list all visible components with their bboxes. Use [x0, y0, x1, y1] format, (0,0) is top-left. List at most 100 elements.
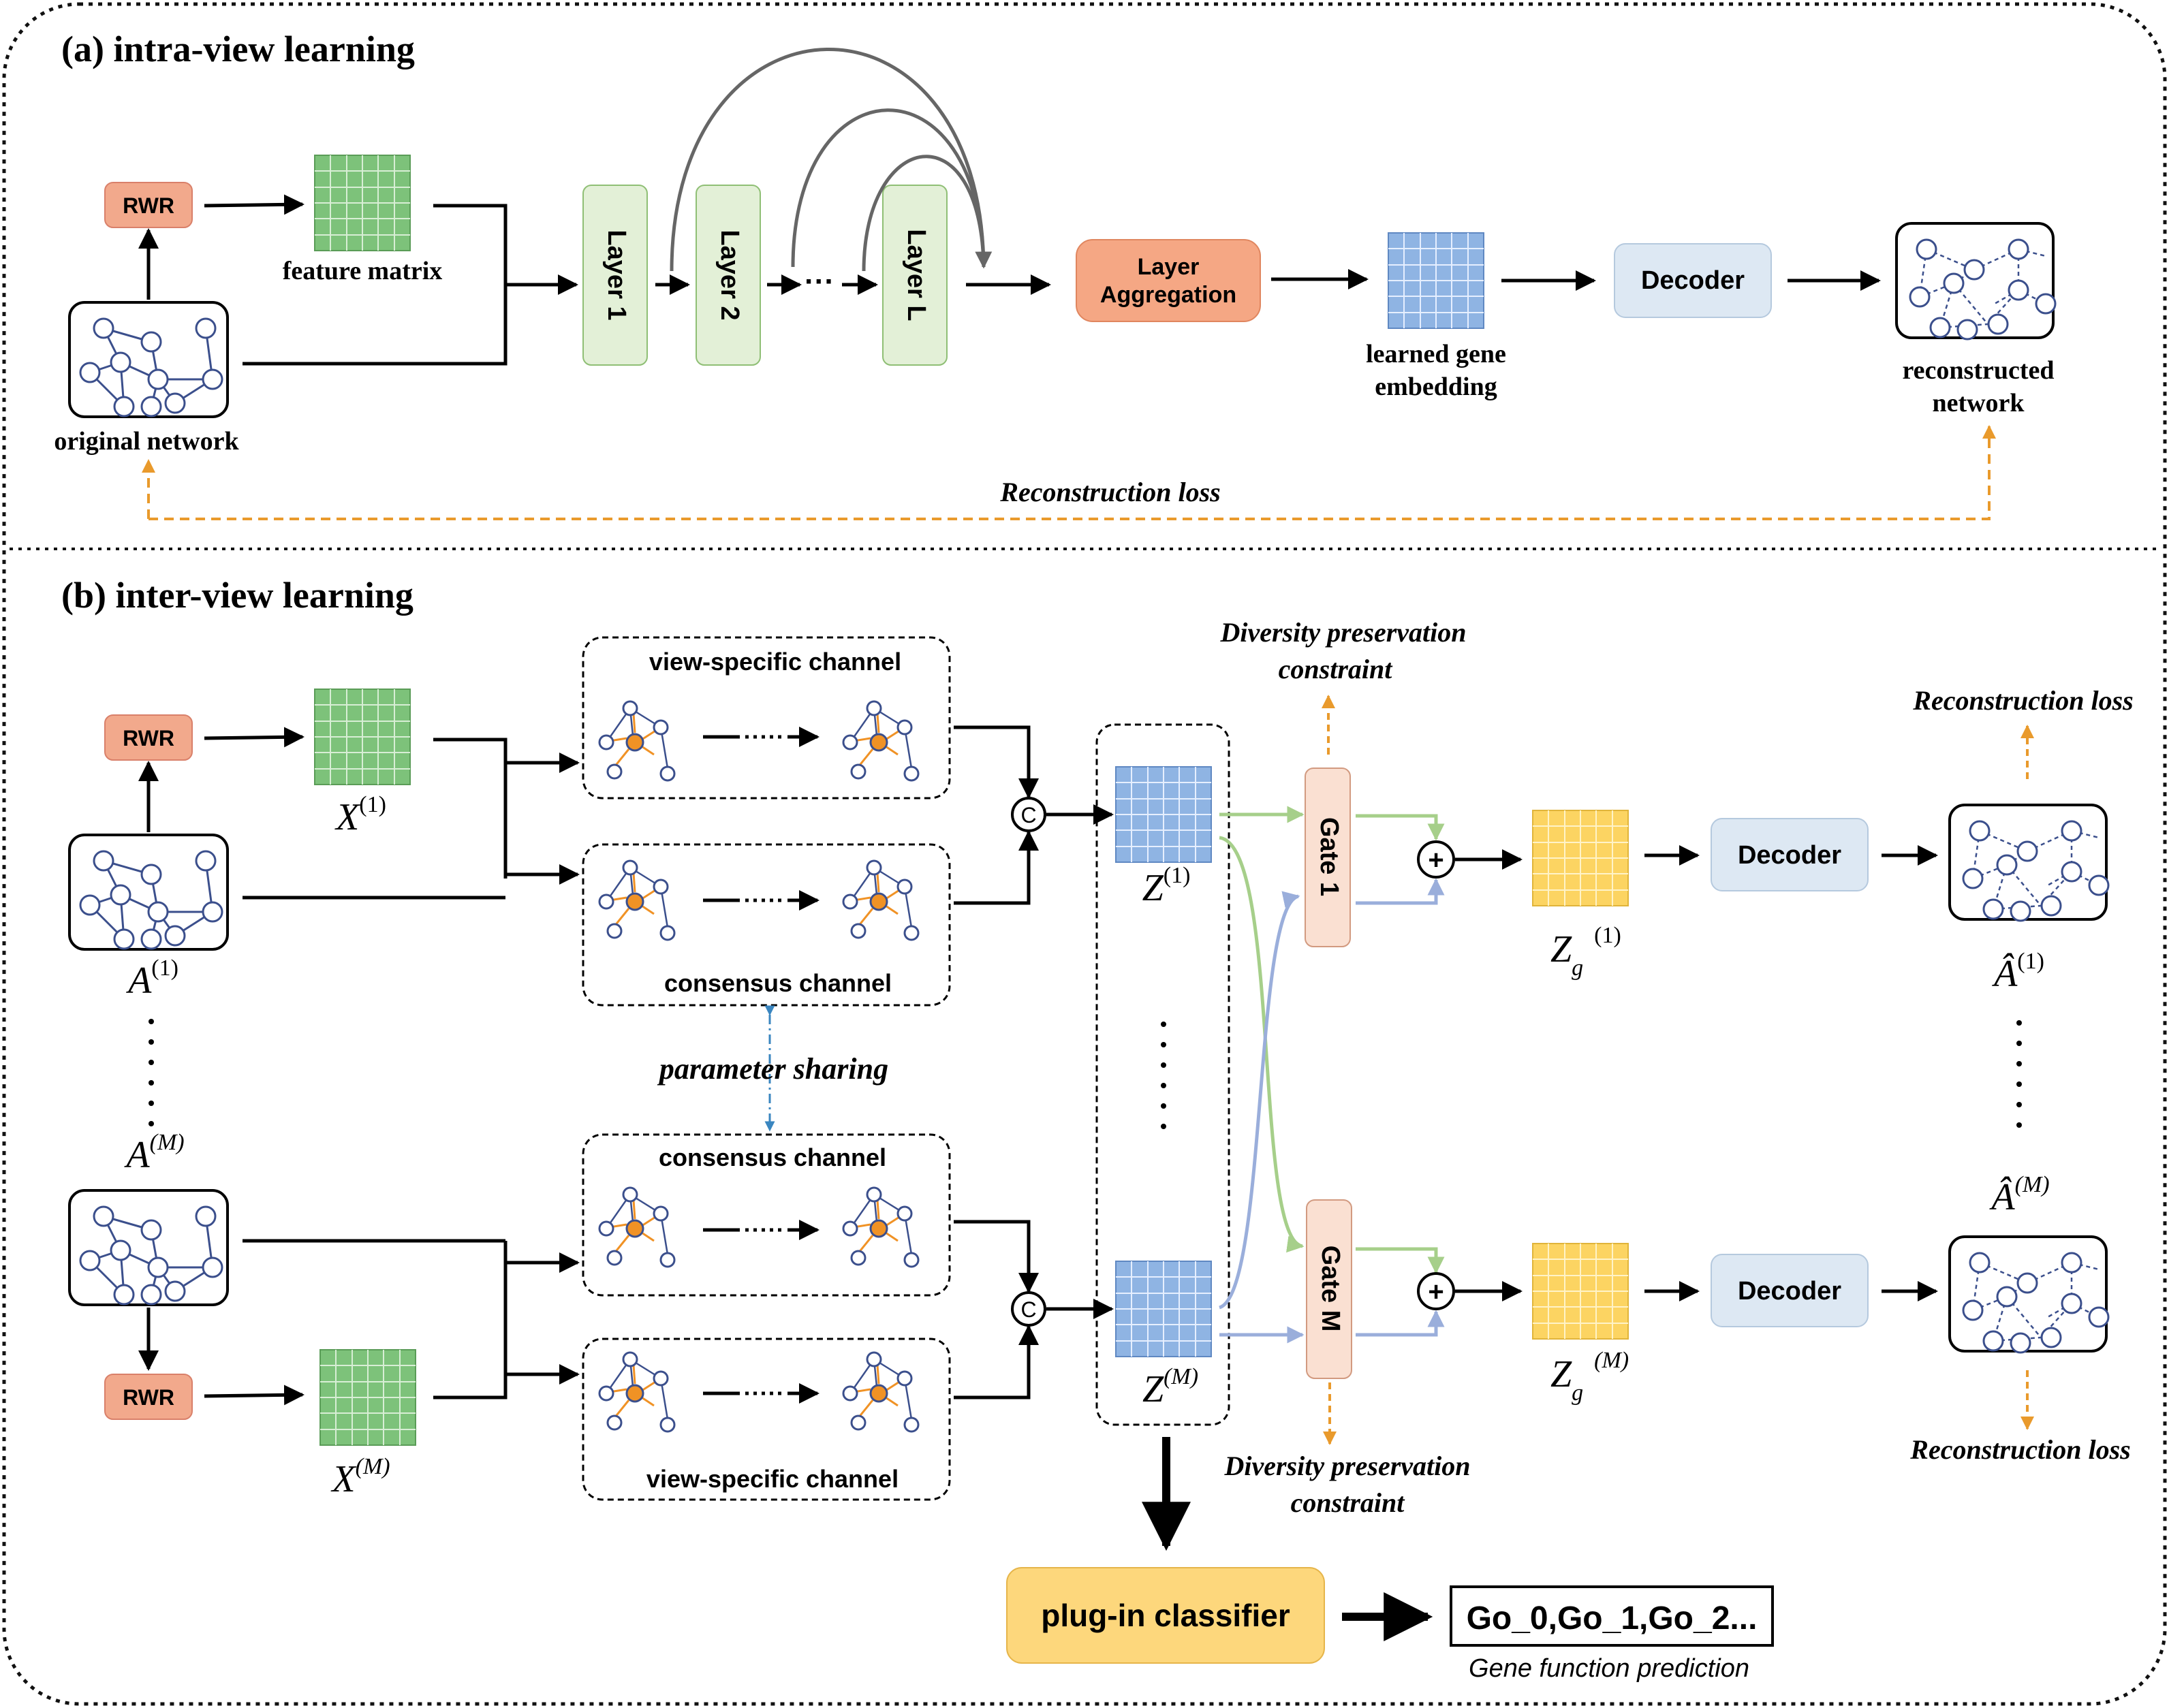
- connector-cons-bottom-to-concat: [954, 1220, 1039, 1293]
- concat-bottom: [1011, 1291, 1046, 1327]
- consensus-top-graph-left: [598, 859, 676, 941]
- rwr-label-b-bottom: RWR: [123, 1385, 174, 1410]
- gate1-green-out: [1356, 814, 1445, 841]
- original-network-label: original network: [54, 427, 239, 456]
- ahat1-label: Â(1): [1991, 949, 2044, 995]
- reconstruction-loss-path-a: [149, 425, 1996, 520]
- embedding-label-line1: learned gene: [1366, 340, 1506, 368]
- embedding-matrix-a: [1388, 232, 1484, 329]
- view-ellipsis-left: [149, 1019, 154, 1126]
- layerL-label: Layer L: [902, 229, 931, 321]
- zm-matrix: [1115, 1261, 1212, 1357]
- consensus-top-graph-right: [842, 859, 920, 941]
- decoder-box-bottom: [1711, 1254, 1869, 1327]
- blue-arrow-zm-to-gate1: [1218, 891, 1300, 1310]
- green-arrow-z1-to-gateM: [1219, 836, 1305, 1253]
- reconstructed-label-line1: reconstructed: [1902, 356, 2054, 385]
- concat-bottom-symbol: C: [1020, 1297, 1036, 1322]
- panel-a-title: (a) intra-view learning: [61, 29, 415, 69]
- gene-function-prediction-caption: Gene function prediction: [1469, 1654, 1749, 1683]
- output-box: [1450, 1585, 1774, 1647]
- connector-vs-top-to-concat: [954, 725, 1039, 799]
- rwr-box-b-bottom: [104, 1374, 193, 1420]
- reconstructed-viewM-box: [1948, 1235, 2108, 1353]
- consensus-channel-top: [582, 843, 951, 1007]
- diversity-bottom-line1: Diversity preservation: [1223, 1451, 1470, 1481]
- reconstructed-view1-box: [1948, 804, 2108, 921]
- zgm-label: Zg(M): [1550, 1348, 1629, 1406]
- embedding-ellipsis: [1161, 1022, 1166, 1129]
- layer2-box: [696, 185, 761, 366]
- reconstruction-loss-label-a: Reconstruction loss: [999, 477, 1220, 507]
- reconstructed-network-box: [1895, 222, 2055, 339]
- x1-label: X(1): [334, 792, 386, 838]
- gateM-blue-out: [1356, 1310, 1445, 1337]
- zgm-matrix: [1532, 1243, 1629, 1340]
- layer-aggregation-line1: Layer: [1138, 254, 1200, 280]
- skip-arc-layer2: [791, 108, 986, 268]
- am-label: A(M): [123, 1130, 184, 1176]
- connector-network: [243, 286, 508, 366]
- feature-matrix-label: feature matrix: [283, 257, 443, 285]
- view-specific-top-graph-right: [842, 700, 920, 782]
- diversity-top-line1: Diversity preservation: [1219, 617, 1466, 648]
- connector-xm: [433, 1241, 508, 1399]
- layer1-box: [582, 185, 648, 366]
- rwr-box-a: [104, 182, 193, 228]
- rwr-box-b-top: [104, 714, 193, 761]
- decoder-label-a: Decoder: [1641, 266, 1745, 295]
- layer1-label: Layer 1: [602, 230, 631, 320]
- concat-top-symbol: C: [1020, 803, 1036, 827]
- parameter-sharing-label: parameter sharing: [657, 1052, 888, 1086]
- arrow-rwr-to-xm: [204, 1385, 305, 1406]
- gate1-label: Gate 1: [1315, 817, 1343, 896]
- zm-label: Z(M): [1142, 1364, 1198, 1410]
- gateM-label: Gate M: [1316, 1246, 1345, 1332]
- output-label: Go_0,Go_1,Go_2...: [1467, 1600, 1758, 1636]
- view-specific-channel-bottom: [582, 1338, 951, 1501]
- rwr-label-a: RWR: [123, 193, 174, 218]
- view-specific-top-graph-left: [598, 700, 676, 782]
- sum-bottom: [1417, 1272, 1455, 1310]
- ahatm-label: Â(M): [1988, 1172, 2049, 1218]
- consensus-bottom-graph-left: [598, 1186, 676, 1268]
- view-specific-bottom-graph-right: [842, 1351, 920, 1433]
- xm-label: X(M): [330, 1454, 390, 1500]
- decoder-label-bottom: Decoder: [1738, 1277, 1841, 1306]
- connector-vs-bottom-to-concat: [954, 1325, 1039, 1399]
- reconstruction-loss-bottom-label: Reconstruction loss: [1909, 1434, 2130, 1465]
- connector-x1: [433, 738, 508, 879]
- rwr-label-b-top: RWR: [123, 726, 174, 750]
- sum-top: [1417, 840, 1455, 879]
- concat-top: [1011, 797, 1046, 832]
- gateM-green-out: [1356, 1247, 1445, 1274]
- panel-b-title: (b) inter-view learning: [61, 575, 413, 616]
- gateM-box: [1306, 1199, 1352, 1379]
- view-specific-channel-bottom-label: view-specific channel: [646, 1465, 899, 1493]
- layer-aggregation-box: [1076, 239, 1261, 322]
- layer-aggregation-line2: Aggregation: [1100, 282, 1236, 308]
- consensus-channel-bottom-label: consensus channel: [659, 1143, 886, 1171]
- skip-arc-layer1: [670, 48, 993, 272]
- zg1-matrix: [1532, 810, 1629, 906]
- decoder-label-top: Decoder: [1738, 841, 1841, 870]
- reconstructed-ellipsis: [2016, 1020, 2022, 1128]
- z1-matrix: [1115, 766, 1212, 863]
- gate1-blue-out: [1356, 878, 1445, 905]
- skip-arc-layerL: [862, 155, 986, 272]
- gate1-box: [1305, 768, 1351, 947]
- diversity-top-line2: constraint: [1279, 654, 1394, 684]
- diversity-bottom-line2: constraint: [1291, 1487, 1406, 1518]
- zg1-label: Zg(1): [1550, 923, 1621, 981]
- feature-matrix-a: [314, 155, 411, 251]
- x1-matrix: [314, 689, 411, 785]
- arrow-rwr-to-feature: [204, 194, 305, 215]
- connector-cons-top-to-concat: [954, 830, 1039, 905]
- layerL-box: [882, 185, 948, 366]
- consensus-bottom-graph-right: [842, 1186, 920, 1268]
- view-specific-channel-top: [582, 636, 951, 800]
- layer-dots: ···: [805, 265, 834, 298]
- consensus-channel-bottom: [582, 1133, 951, 1297]
